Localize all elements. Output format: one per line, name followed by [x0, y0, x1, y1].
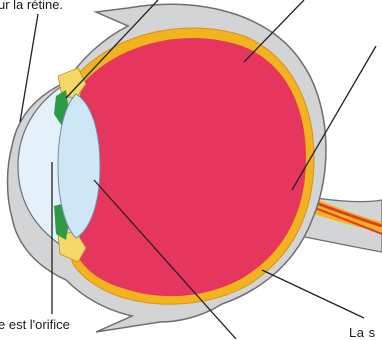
leader-line-sclera — [262, 270, 364, 318]
label-retina-partial: ur la rétine. — [0, 0, 63, 12]
label-pupil-partial: e est l'orifice — [0, 318, 70, 332]
label-sclera-partial: La s — [349, 326, 376, 340]
